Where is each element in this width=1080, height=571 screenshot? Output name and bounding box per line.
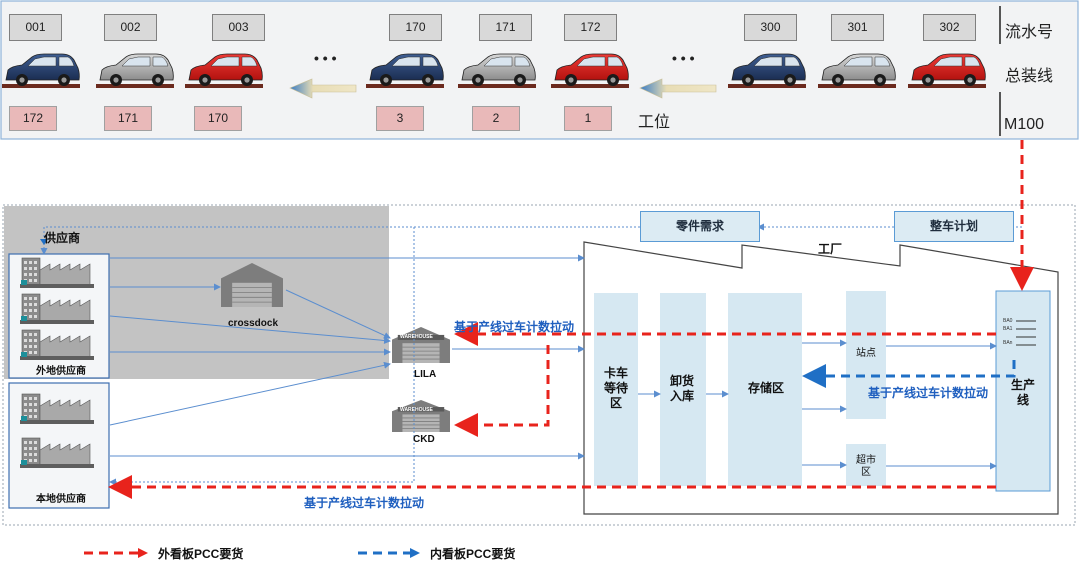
flow-arrow-icon <box>289 78 357 99</box>
station-point-label: 站点 <box>856 348 876 359</box>
pull-text: 基于产线过车计数拉动 <box>868 386 989 400</box>
assembly-line-panel <box>0 0 1079 140</box>
assembly-line-label: 总装线 <box>1005 68 1054 85</box>
truck-wait-label: 卡车等待区 <box>603 366 628 410</box>
car-icon <box>731 53 806 86</box>
station-box: 171 <box>104 106 152 131</box>
supermarket-zone <box>846 444 886 486</box>
lila-label: LILA <box>414 369 437 380</box>
conveyor-bars <box>2 84 986 88</box>
unload-label: 卸货入库 <box>669 374 694 403</box>
pull-text: 基于产线过车计数拉动 <box>304 496 425 510</box>
station-box: 2 <box>472 106 520 131</box>
car-icon <box>821 53 896 86</box>
factory-icon <box>20 293 94 324</box>
factory-icon <box>20 257 94 288</box>
car-icon <box>911 53 986 86</box>
flow-arrow-icon <box>639 78 717 99</box>
station-box: 172 <box>9 106 57 131</box>
pull-text: 基于产线过车计数拉动 <box>454 320 575 334</box>
truck-wait-zone <box>594 293 638 486</box>
supplier-factory-icons <box>20 257 94 468</box>
remote-suppliers-label: 外地供应商 <box>36 366 86 377</box>
serial-row-label: 流水号 <box>1005 24 1054 41</box>
parts-demand-box: 零件需求 <box>640 211 760 242</box>
down-arrow-icon <box>40 239 48 245</box>
production-line-label: 生产线 <box>1010 378 1035 407</box>
internal-pull-arrow <box>802 360 1016 388</box>
factory-icon <box>20 329 94 360</box>
legend-internal-label: 内看板PCC要货 <box>430 547 516 561</box>
vehicle-plan-box: 整车计划 <box>894 211 1014 242</box>
ckd-label: CKD <box>413 434 435 445</box>
serial-box: 170 <box>389 14 442 41</box>
car-icon <box>99 53 174 86</box>
serial-box: 171 <box>479 14 532 41</box>
line-code: BAn <box>1003 340 1013 346</box>
factory-icon <box>20 393 94 424</box>
factory-label: 工厂 <box>818 242 843 256</box>
serial-box: 301 <box>831 14 884 41</box>
legend-internal-arrow-icon <box>410 548 420 558</box>
warehouse-icon <box>392 400 450 432</box>
car-icon <box>5 53 80 86</box>
ellipsis-right: • • • <box>672 50 695 66</box>
supplier-title: 供应商 <box>44 231 81 245</box>
external-pull-arrows <box>108 140 1034 499</box>
car-icon <box>188 53 263 86</box>
station-box: 170 <box>194 106 242 131</box>
car-icon <box>369 53 444 86</box>
legend-external-label: 外看板PCC要货 <box>158 547 244 561</box>
diagram-border <box>2 204 1076 526</box>
storage-label: 存储区 <box>747 381 784 395</box>
station-box: 1 <box>564 106 612 131</box>
legend-external-arrow-icon <box>138 548 148 558</box>
warehouse-icon <box>221 263 283 307</box>
local-suppliers-label: 本地供应商 <box>36 494 86 505</box>
station-zone <box>846 291 886 419</box>
serial-box: 002 <box>104 14 157 41</box>
factory-icon <box>20 437 94 468</box>
car-row <box>5 53 986 86</box>
serial-box: 300 <box>744 14 797 41</box>
unload-zone <box>660 293 706 486</box>
m100-label: M100 <box>1004 116 1045 133</box>
warehouse-icons <box>221 263 450 432</box>
warehouse-sign: WAREHOUSE <box>400 334 433 340</box>
factory-outline <box>583 241 1059 515</box>
warehouse-icon <box>392 327 450 363</box>
ellipsis-left: • • • <box>314 50 337 66</box>
line-code: BA1 <box>1003 326 1013 332</box>
car-icon <box>461 53 536 86</box>
serial-box: 302 <box>923 14 976 41</box>
material-flow-lines <box>109 254 997 470</box>
warehouse-sign: WAREHOUSE <box>400 407 433 413</box>
serial-box: 003 <box>212 14 265 41</box>
station-label: 工位 <box>638 114 671 131</box>
serial-box: 001 <box>9 14 62 41</box>
station-box: 3 <box>376 106 424 131</box>
crossdock-label: crossdock <box>228 318 279 329</box>
serial-box: 172 <box>564 14 617 41</box>
car-icon <box>554 53 629 86</box>
supermarket-label: 超市区 <box>856 455 876 478</box>
line-code: BA0 <box>1003 318 1013 324</box>
production-line-zone <box>995 290 1051 492</box>
storage-zone <box>728 293 802 486</box>
